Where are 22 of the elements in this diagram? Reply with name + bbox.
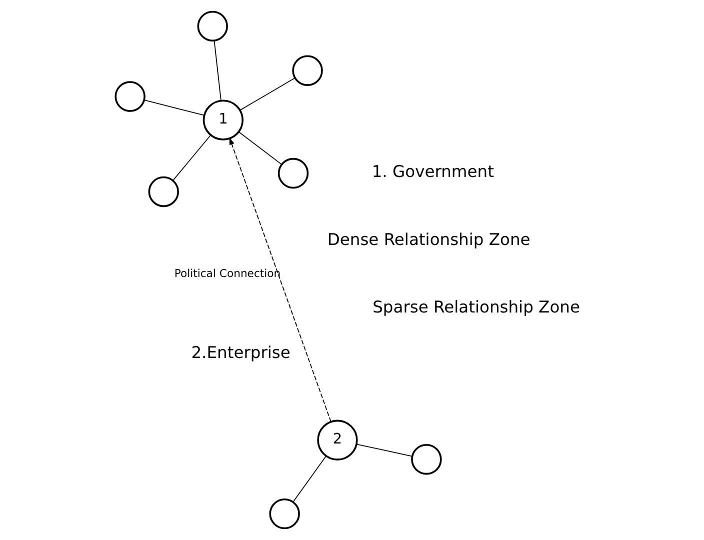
arrow — [229, 137, 332, 422]
node-circle — [278, 158, 309, 189]
node-circle: 2 — [317, 420, 358, 460]
connector — [240, 78, 296, 110]
connector — [172, 134, 212, 181]
connector — [144, 100, 205, 116]
label: Sparse Relationship Zone — [372, 298, 580, 317]
node-circle — [411, 444, 442, 475]
node-circle — [148, 176, 179, 208]
label: Dense Relationship Zone — [327, 230, 530, 249]
connector — [214, 40, 222, 102]
connector — [356, 444, 413, 457]
edge-label: Political Connection — [174, 267, 281, 280]
connector — [292, 456, 326, 502]
node-circle: 1 — [202, 100, 244, 140]
node-circle — [292, 55, 323, 86]
node-circle — [269, 498, 300, 530]
node-circle — [114, 81, 146, 112]
connector — [238, 131, 282, 165]
label: 2.Enterprise — [191, 342, 290, 362]
label: 1. Government — [372, 162, 494, 181]
node-circle — [197, 10, 228, 42]
